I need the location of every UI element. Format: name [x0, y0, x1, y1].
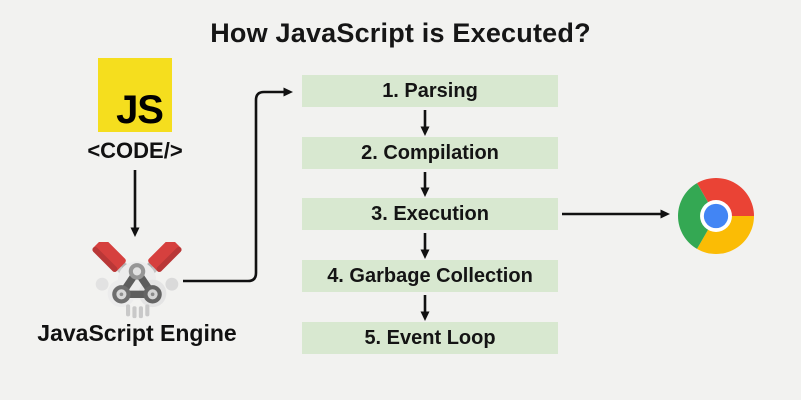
chrome-icon [678, 178, 754, 254]
flow-step-event-loop: 5. Event Loop [302, 322, 558, 354]
page-title: How JavaScript is Executed? [210, 18, 591, 48]
v8-engine-icon [92, 242, 182, 319]
flow-step-compilation: 2. Compilation [302, 137, 558, 169]
flow-step-execution: 3. Execution [302, 198, 558, 230]
javascript-logo-icon: JS [98, 58, 172, 132]
engine-head-right [148, 242, 182, 272]
arrow-engine-to-flow [183, 87, 293, 283]
engine-label: JavaScript Engine [37, 320, 237, 346]
flow-step-parsing: 1. Parsing [302, 75, 558, 107]
flow-step-garbage-collection: 4. Garbage Collection [302, 260, 558, 292]
code-label: <CODE/> [87, 138, 183, 163]
javascript-logo-label: JS [116, 88, 164, 132]
engine-head-left [92, 242, 126, 272]
